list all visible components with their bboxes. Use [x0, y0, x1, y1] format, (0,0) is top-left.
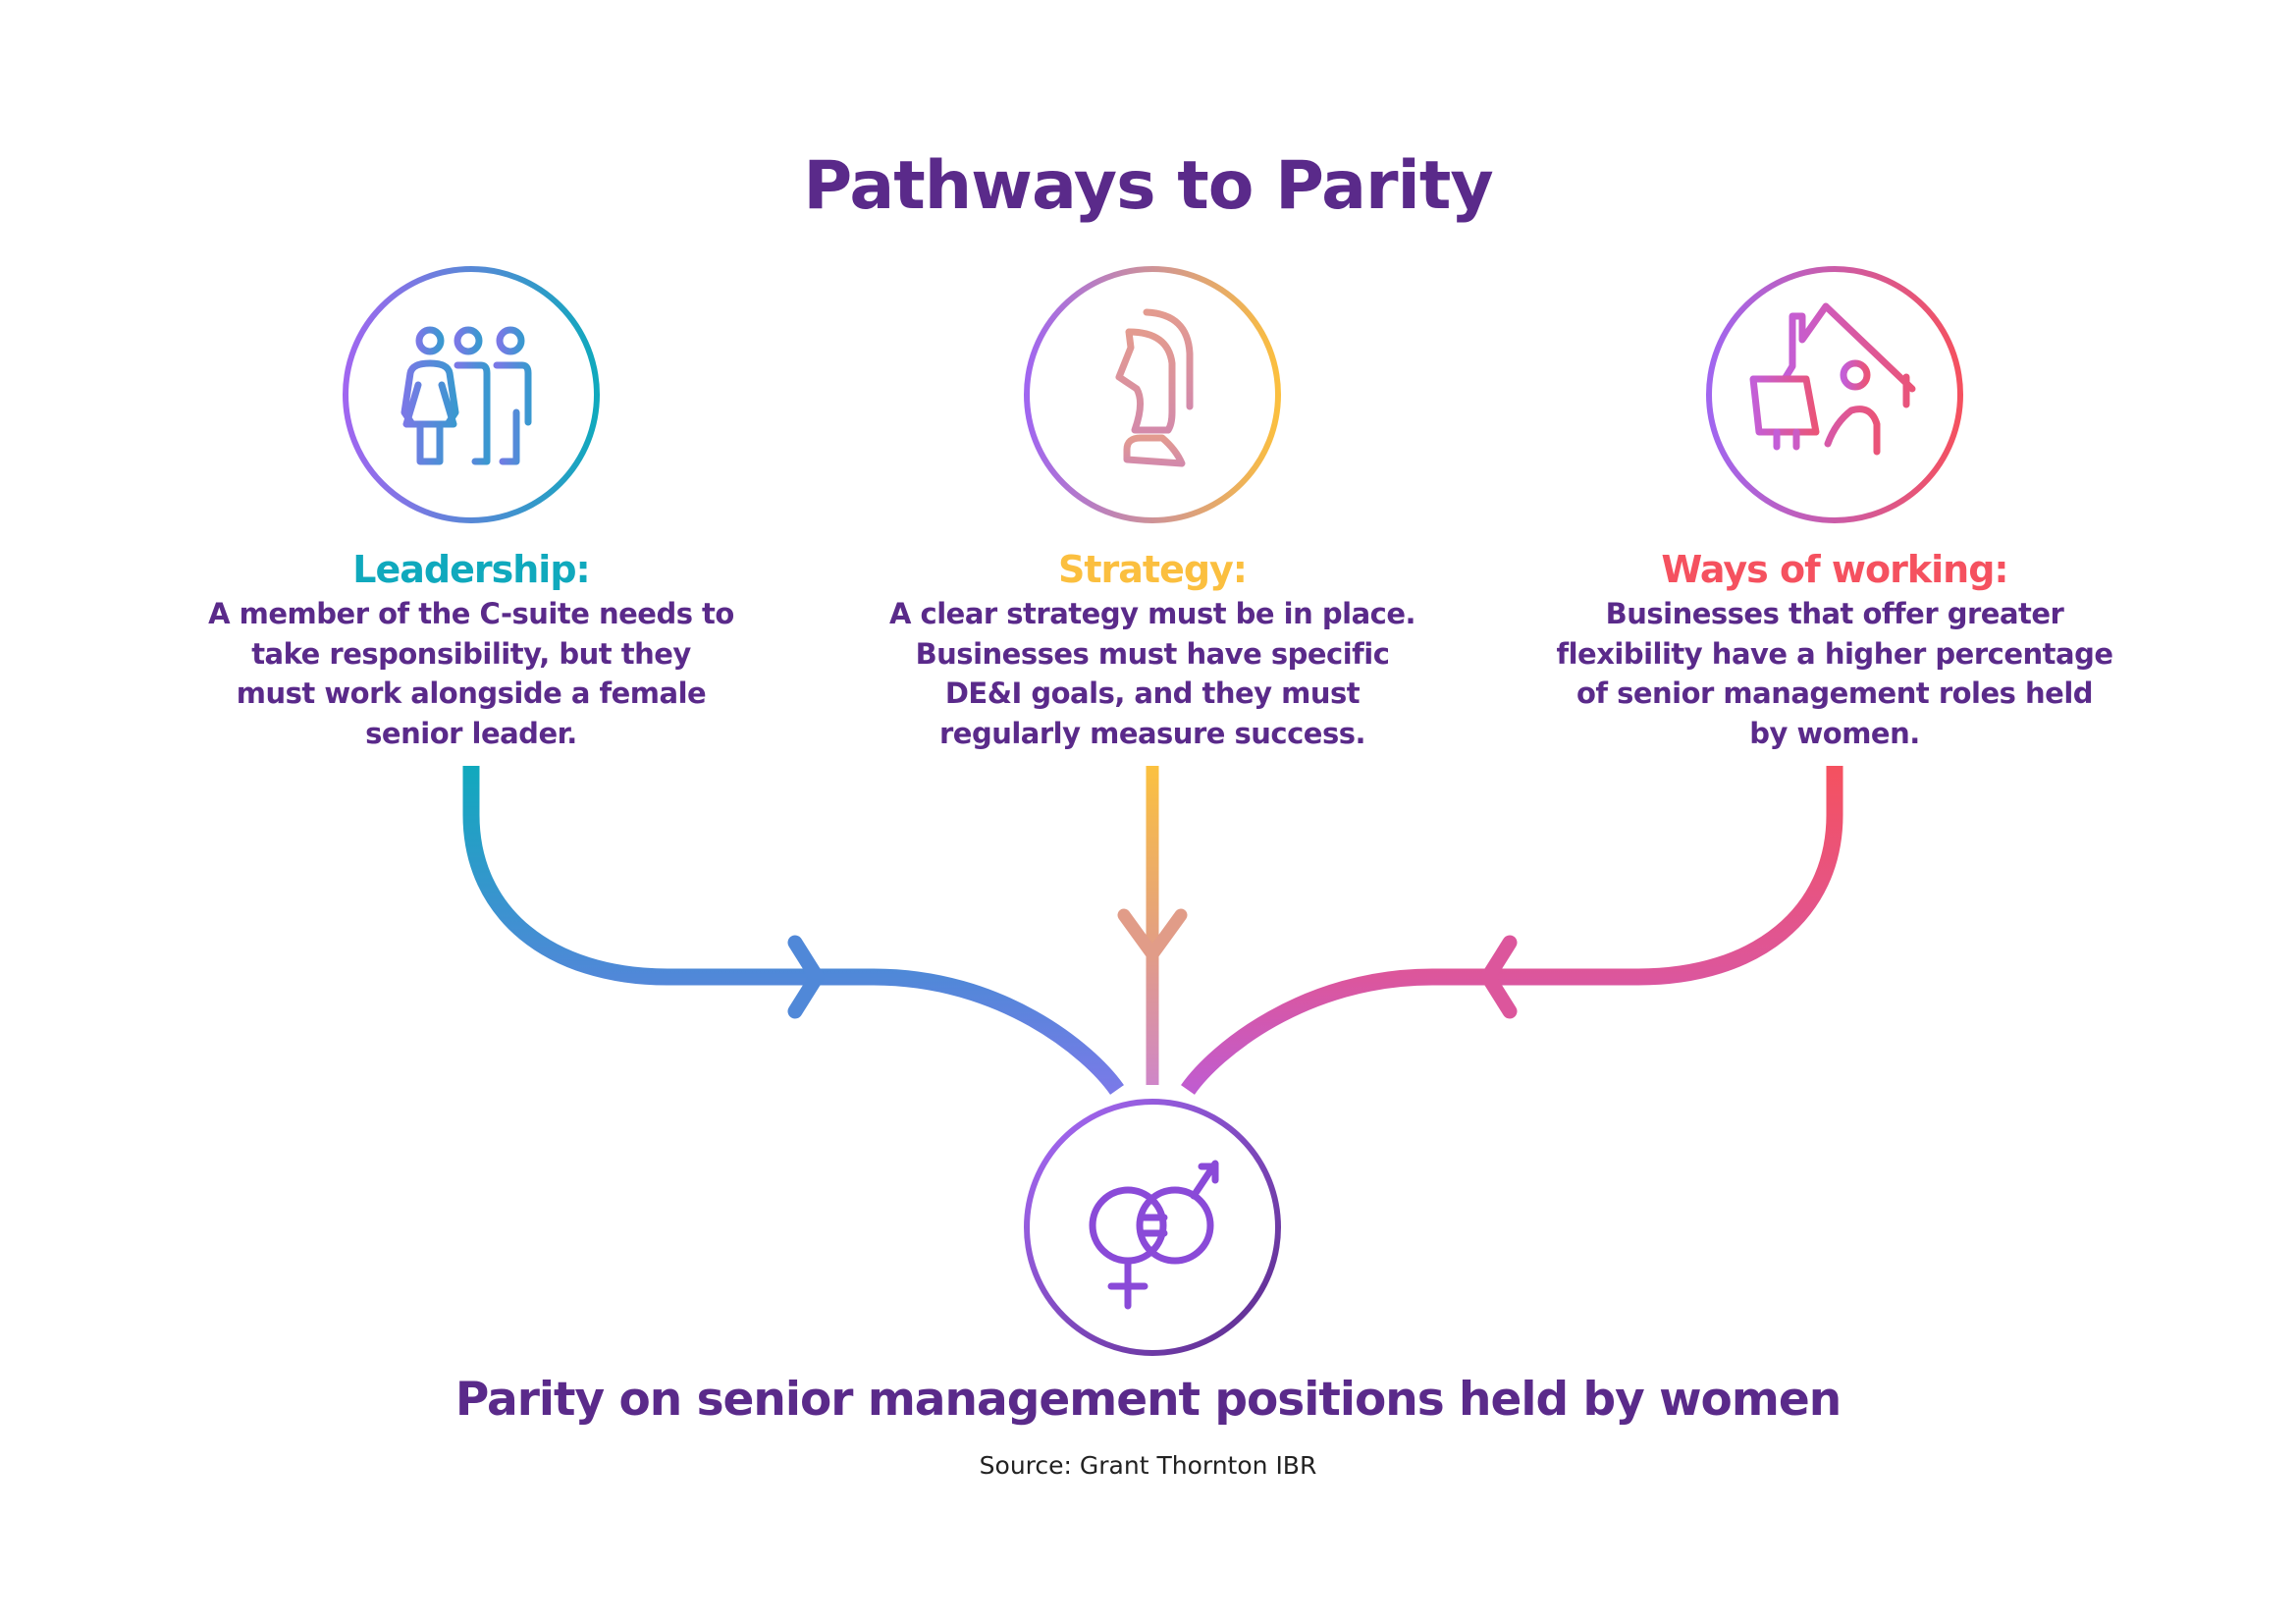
- pillar-line: Businesses that offer greater: [1605, 597, 2064, 630]
- leadership-arrowhead: [787, 935, 825, 1019]
- pillar-line: of senior management roles held: [1575, 677, 2094, 710]
- ways-of-working-circle: [1706, 266, 1963, 523]
- chess-knight-icon: [1115, 308, 1194, 467]
- pillar-line: A member of the C-suite needs to: [208, 597, 734, 630]
- pillar-heading: Leadership:: [352, 548, 590, 591]
- ways-of-working-arrowhead: [1480, 935, 1518, 1019]
- pillar-line: DE&I goals, and they must: [944, 677, 1361, 710]
- people-icon: [400, 326, 532, 465]
- pillar-line: A clear strategy must be in place.: [888, 597, 1416, 630]
- pillar-line: take responsibility, but they: [251, 636, 691, 671]
- pillar-line: flexibility have a higher percentage: [1556, 636, 2113, 671]
- pillar-heading: Ways of working:: [1661, 548, 2008, 591]
- ways-of-working-path: [1181, 766, 1843, 1095]
- pillar-line: senior leader.: [365, 716, 577, 750]
- outcome-label: Parity on senior management positions he…: [454, 1373, 1842, 1427]
- pillar-line: regularly measure success.: [938, 716, 1366, 750]
- gender-equality-icon: [1089, 1160, 1219, 1310]
- pillar-heading: Strategy:: [1057, 548, 1248, 591]
- pillar-ways-of-working: Ways of working: Businesses that offer g…: [1530, 545, 2139, 753]
- source-note: Source: Grant Thornton IBR: [979, 1451, 1317, 1480]
- outcome-circle: [1024, 1099, 1281, 1356]
- leadership-circle: [343, 266, 600, 523]
- pillar-line: by women.: [1749, 716, 1920, 750]
- strategy-arrowhead: [1117, 908, 1188, 961]
- home-working-icon: [1741, 302, 1918, 456]
- pillar-line: must work alongside a female: [236, 677, 707, 710]
- pillar-leadership: Leadership: A member of the C-suite need…: [167, 545, 775, 753]
- page-title: Pathways to Parity: [803, 147, 1493, 225]
- strategy-circle: [1024, 266, 1281, 523]
- leadership-path: [462, 766, 1124, 1095]
- pillar-line: Businesses must have specific: [915, 636, 1390, 671]
- pillar-strategy: Strategy: A clear strategy must be in pl…: [848, 545, 1457, 753]
